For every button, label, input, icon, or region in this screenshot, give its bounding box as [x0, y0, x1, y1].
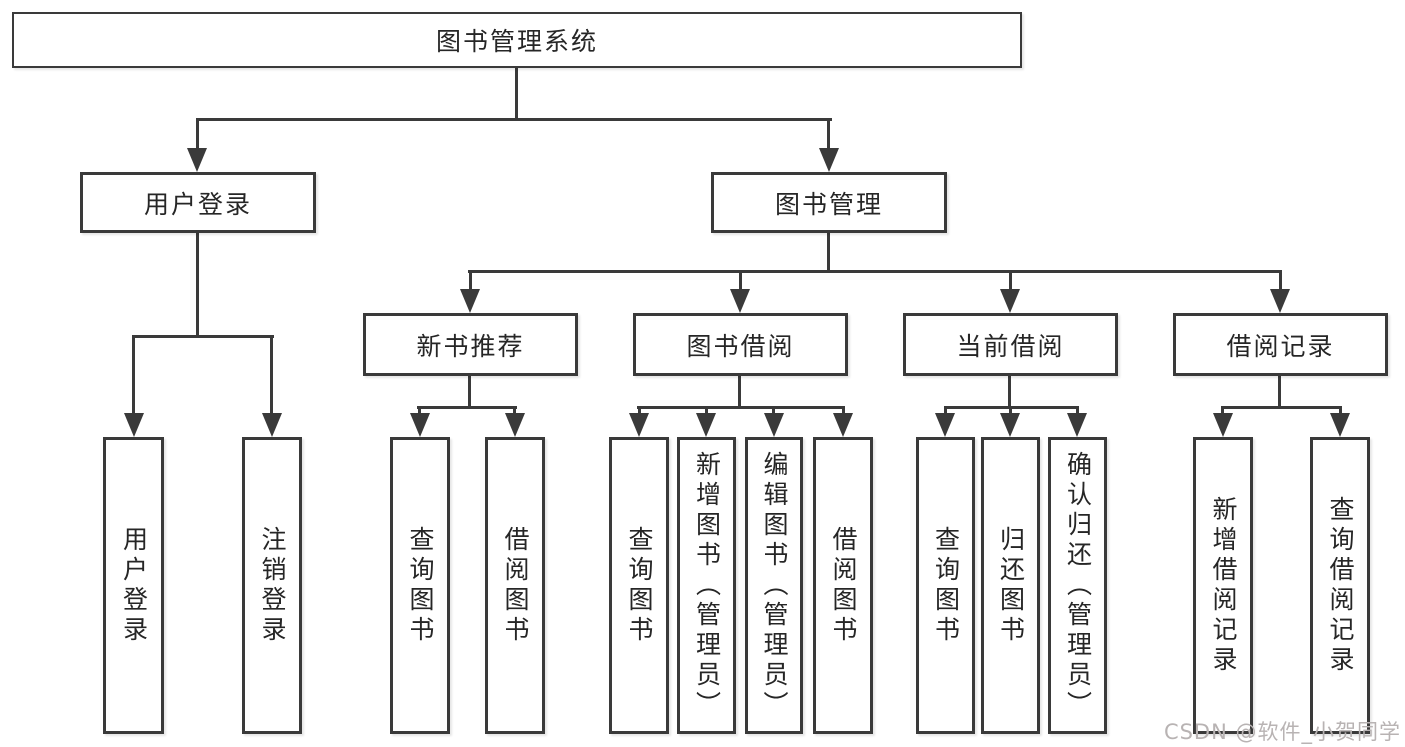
arrowhead-down-icon [833, 413, 853, 437]
connector-hbar [468, 270, 1281, 273]
arrowhead-down-icon [262, 413, 282, 437]
leaf-bb-borrow-books: 借阅图书 [813, 437, 873, 734]
connector-stem [1009, 270, 1012, 292]
leaf-bb-edit-books-admin: 编辑图书（管理员） [745, 437, 803, 734]
leaf-nb-borrow-books: 借阅图书 [485, 437, 545, 734]
leaf-bb-query-books: 查询图书 [609, 437, 669, 734]
leaf-br-query-record: 查询借阅记录 [1310, 437, 1370, 734]
node-user-login: 用户登录 [80, 172, 316, 233]
connector-stem [739, 270, 742, 292]
connector-stem [1279, 270, 1282, 292]
connector-stem [638, 406, 641, 416]
connector-stem [705, 406, 708, 416]
connector-stem [827, 233, 830, 273]
arrowhead-down-icon [1213, 413, 1233, 437]
connector-stem [196, 233, 199, 337]
node-borrow-records: 借阅记录 [1173, 313, 1388, 376]
leaf-user-login: 用户登录 [103, 437, 164, 734]
node-new-book-recommend: 新书推荐 [363, 313, 578, 376]
leaf-cb-query-books: 查询图书 [916, 437, 975, 734]
leaf-bb-add-books-admin: 新增图书（管理员） [677, 437, 736, 734]
connector-stem [1076, 406, 1079, 416]
connector-stem [1339, 406, 1342, 416]
connector-stem [270, 335, 273, 415]
node-book-borrow: 图书借阅 [633, 313, 848, 376]
connector-stem [469, 270, 472, 292]
connector-stem [842, 406, 845, 416]
leaf-logout: 注销登录 [242, 437, 302, 734]
node-current-borrow: 当前借阅 [903, 313, 1118, 376]
arrowhead-down-icon [124, 413, 144, 437]
node-library-system: 图书管理系统 [12, 12, 1022, 68]
arrowhead-down-icon [505, 413, 525, 437]
arrowhead-down-icon [629, 413, 649, 437]
arrowhead-down-icon [1000, 289, 1020, 313]
leaf-br-add-record: 新增借阅记录 [1193, 437, 1253, 734]
arrowhead-down-icon [460, 289, 480, 313]
connector-stem [772, 406, 775, 416]
arrowhead-down-icon [935, 413, 955, 437]
connector-stem [1009, 406, 1012, 416]
arrowhead-down-icon [696, 413, 716, 437]
connector-stem [418, 406, 421, 416]
arrowhead-down-icon [410, 413, 430, 437]
connector-stem [196, 118, 199, 150]
connector-hbar [132, 335, 274, 338]
leaf-nb-query-books: 查询图书 [390, 437, 450, 734]
connector-stem [1221, 406, 1224, 416]
connector-hbar [1221, 406, 1341, 409]
csdn-watermark: CSDN @软件_小贺同学 [1163, 720, 1401, 744]
arrowhead-down-icon [764, 413, 784, 437]
connector-stem [827, 118, 830, 150]
arrowhead-down-icon [1330, 413, 1350, 437]
arrowhead-down-icon [730, 289, 750, 313]
arrowhead-down-icon [1270, 289, 1290, 313]
connector-stem [132, 335, 135, 415]
connector-stem [944, 406, 947, 416]
connector-root-hbar [196, 118, 832, 121]
leaf-cb-return-books: 归还图书 [981, 437, 1040, 734]
connector-hbar [417, 406, 517, 409]
arrowhead-down-icon [1067, 413, 1087, 437]
connector-stem [1278, 376, 1281, 409]
arrowhead-down-icon [819, 148, 839, 172]
connector-stem [468, 376, 471, 409]
connector-root-stem [515, 68, 518, 121]
connector-stem [1008, 376, 1011, 409]
node-book-management: 图书管理 [711, 172, 947, 233]
connector-stem [513, 406, 516, 416]
connector-hbar [637, 406, 845, 409]
arrowhead-down-icon [187, 148, 207, 172]
connector-stem [738, 376, 741, 409]
leaf-cb-confirm-return-admin: 确认归还（管理员） [1048, 437, 1107, 734]
arrowhead-down-icon [1000, 413, 1020, 437]
